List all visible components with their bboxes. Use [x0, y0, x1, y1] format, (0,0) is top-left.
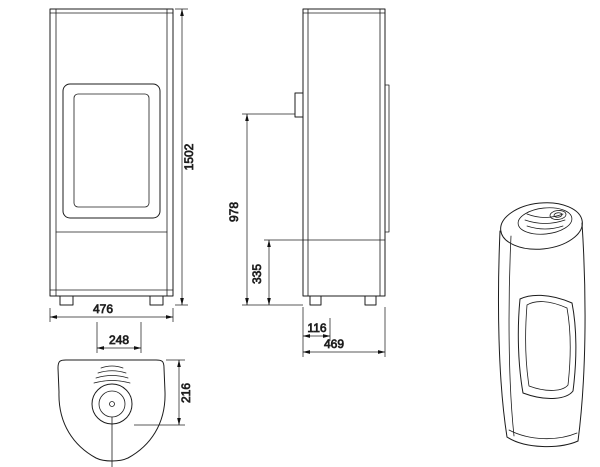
- vent-grille: [100, 365, 124, 369]
- flue-outlet-inner: [98, 390, 126, 418]
- top-view: [57, 359, 166, 467]
- top-vent-slots: [526, 225, 564, 230]
- door-outline: [517, 294, 577, 399]
- dim-front-width: 476: [49, 302, 174, 322]
- door-glass-3d: [525, 301, 571, 391]
- foot-left-side: [309, 295, 322, 306]
- dim-label-top-depth: 216: [179, 383, 193, 403]
- body-right-edge: [577, 222, 586, 442]
- dim-label-side-flue-height: 978: [227, 202, 241, 222]
- dim-side-lower: 335: [250, 239, 303, 306]
- dim-label-side-offset: 116: [307, 321, 326, 335]
- dim-top-depth: 216: [134, 359, 193, 426]
- dim-front-height: 1502: [175, 8, 196, 306]
- dim-label-side-lower: 335: [250, 264, 264, 284]
- dim-side-depth: 469: [302, 307, 386, 357]
- door-profile: [384, 84, 390, 233]
- top-recess: [517, 207, 573, 235]
- dim-label-front-height: 1502: [182, 143, 196, 170]
- dim-flue-width: 248: [96, 322, 142, 353]
- body-left-edge: [497, 230, 508, 438]
- foot-left: [59, 295, 74, 306]
- foot-right-side: [364, 295, 377, 306]
- body-bottom: [506, 436, 579, 448]
- panel-seam: [508, 235, 515, 437]
- front-view: [49, 8, 174, 306]
- top-plate: [500, 202, 583, 250]
- stove-door: [62, 83, 161, 219]
- flue-connector: [294, 92, 304, 118]
- door-glass: [73, 93, 150, 208]
- dim-label-front-width: 476: [93, 302, 113, 316]
- dim-side-offset: 116: [302, 307, 331, 357]
- base-seam: [508, 429, 578, 440]
- dim-label-side-depth: 469: [324, 337, 344, 351]
- foot-right: [149, 295, 164, 306]
- dim-side-flue-height: 978: [227, 113, 303, 306]
- side-view: [294, 8, 390, 306]
- top-outline: [57, 359, 166, 462]
- dim-label-flue-width: 248: [109, 333, 129, 347]
- perspective-view: [497, 202, 586, 448]
